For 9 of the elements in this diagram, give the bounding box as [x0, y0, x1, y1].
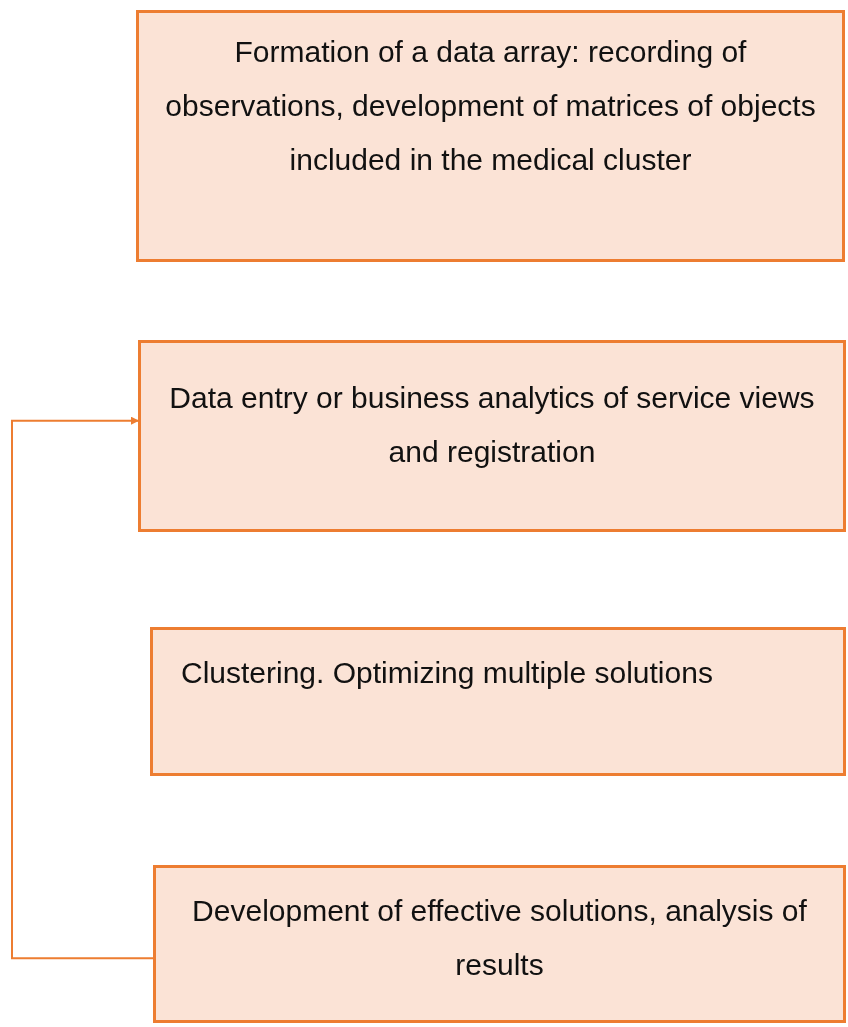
box-text: Clustering. Optimizing multiple solutions — [181, 655, 714, 691]
process-box — [136, 10, 845, 262]
connector-arrow — [11, 416, 154, 960]
box-text: Data entry or business analytics of service views and registration — [168, 380, 816, 470]
box-text: Development of effective solutions, analysis of results — [191, 893, 808, 983]
process-box — [150, 627, 846, 776]
box-text: Formation of a data array: recording of observations, development of matrices of objects included in the medical cluster — [164, 34, 817, 178]
process-box — [138, 340, 846, 532]
process-box — [153, 865, 846, 1023]
